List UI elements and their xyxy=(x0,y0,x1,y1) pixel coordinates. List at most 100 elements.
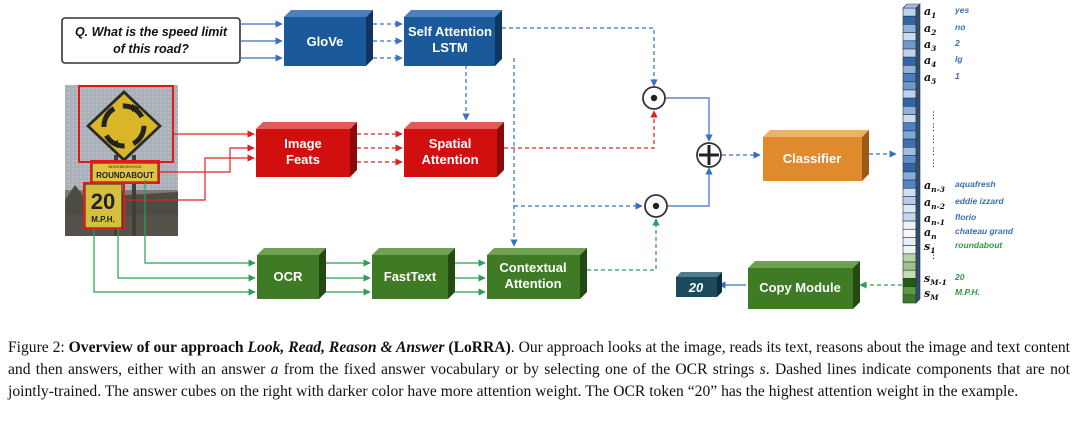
contextual-label-line-2: Attention xyxy=(504,276,561,291)
answer-cube xyxy=(902,40,917,50)
caption-text-1: . Our approach looks at the image, reads… xyxy=(8,339,1070,378)
answer-symbol: a3 xyxy=(924,38,936,53)
spatial-attention-box: Spatial Attention xyxy=(404,122,504,177)
answer-cube xyxy=(902,122,917,132)
classifier-box: Classifier xyxy=(763,130,869,181)
vocab-answer-label: eddie izzard xyxy=(955,196,1004,206)
caption-prefix: Figure 2: xyxy=(8,339,69,356)
question-to-glove-arrows xyxy=(240,20,283,62)
contextual-attention-box: Contextual Attention xyxy=(487,248,587,299)
ocr-token-label: M.P.H. xyxy=(955,287,980,297)
svg-text:⋮: ⋮ xyxy=(929,123,938,133)
classifier-label: Classifier xyxy=(783,151,842,166)
vocab-answer-label: 1 xyxy=(955,71,960,81)
architecture-diagram: Q. What is the speed limit of this road?… xyxy=(61,3,1014,309)
answer-cube xyxy=(902,228,917,238)
answer-column-side xyxy=(915,3,921,304)
answer-cube xyxy=(902,269,917,279)
speed-plate: 20 M.P.H. xyxy=(84,183,123,229)
svg-text:⋮: ⋮ xyxy=(929,111,938,121)
glove-to-lstm-arrows xyxy=(366,20,403,62)
answer-cube xyxy=(902,196,917,205)
vocab-answer-label: chateau grand xyxy=(955,226,1014,236)
image-feats-to-spatial-arrows xyxy=(350,130,403,166)
answer-cube xyxy=(902,220,917,230)
answer-symbol: an-3 xyxy=(924,179,945,194)
glove-label: GloVe xyxy=(307,34,344,49)
answer-cube xyxy=(902,163,917,173)
roundabout-plate: NEIGHBORHOOD ROUNDABOUT xyxy=(91,162,159,183)
spatial-to-dot-arrow xyxy=(497,110,658,149)
photo-to-image-feats-arrows xyxy=(124,130,255,201)
svg-text:⋮: ⋮ xyxy=(929,135,938,145)
fasttext-label: FastText xyxy=(384,269,437,284)
detection-box-speed xyxy=(83,182,125,230)
lstm-output-arrows xyxy=(462,27,658,247)
answer-cube xyxy=(902,245,917,255)
caption-bold-italic: Look, Read, Reason & Answer xyxy=(247,339,445,356)
answer-cube xyxy=(902,32,917,42)
sign-small-text: NEIGHBORHOOD xyxy=(108,164,141,169)
answer-cube xyxy=(902,81,917,91)
question-line-2: of this road? xyxy=(113,42,189,56)
spatial-label-line-1: Spatial xyxy=(429,136,472,151)
answer-cube xyxy=(902,73,917,83)
answer-symbol: an-1 xyxy=(924,212,945,227)
answer-cube xyxy=(902,114,917,124)
answer-symbol: a1 xyxy=(924,5,936,20)
question-box: Q. What is the speed limit of this road? xyxy=(61,17,241,64)
answer-cube xyxy=(902,15,917,25)
answer-cube xyxy=(902,179,917,189)
lstm-label-line-1: Self Attention xyxy=(408,24,492,39)
answer-cube xyxy=(902,278,917,287)
answer-cube xyxy=(902,212,917,222)
image-feats-label-line-2: Feats xyxy=(286,152,320,167)
output-box: 20 xyxy=(676,272,722,297)
vocab-answer-label: no xyxy=(955,22,965,32)
dots-to-plus-arrows xyxy=(665,97,713,207)
glove-box: GloVe xyxy=(284,10,373,66)
answer-column xyxy=(902,3,921,304)
answer-cube xyxy=(902,48,917,58)
caption-bold-a: Overview of our approach xyxy=(68,339,248,356)
answer-cube xyxy=(902,286,917,296)
answer-cube xyxy=(902,97,917,107)
copy-module-box: Copy Module xyxy=(748,261,860,309)
vocab-ellipsis: ⋮ ⋮ ⋮ ⋮ ⋮ ⋮ xyxy=(929,111,938,261)
vocab-answer-label: lg xyxy=(955,54,963,64)
answer-cube xyxy=(902,253,917,263)
answer-cube xyxy=(902,24,917,33)
figure-caption: Figure 2: Overview of our approach Look,… xyxy=(8,337,1070,403)
sign-unit-text: M.P.H. xyxy=(91,215,114,224)
self-attention-lstm-box: Self Attention LSTM xyxy=(404,10,502,66)
copy-module-label: Copy Module xyxy=(759,280,841,295)
svg-text:⋮: ⋮ xyxy=(929,159,938,169)
caption-var-s: s xyxy=(759,361,766,378)
fasttext-box: FastText xyxy=(372,248,455,299)
caption-text-3: . Dashed lines indicate components that … xyxy=(8,361,1070,400)
dot-product-top xyxy=(642,86,666,110)
contextual-label-line-1: Contextual xyxy=(499,260,566,275)
answer-cube xyxy=(902,261,917,271)
answer-symbol: a5 xyxy=(924,71,936,86)
spatial-label-line-2: Attention xyxy=(421,152,478,167)
ocr-token-label: 20 xyxy=(954,272,965,282)
sign-speed-text: 20 xyxy=(91,189,115,214)
answer-cube xyxy=(902,204,917,214)
image-feats-label-line-1: Image xyxy=(284,136,322,151)
vocab-answer-label: aquafresh xyxy=(955,179,996,189)
ocr-to-fasttext-arrows xyxy=(319,259,371,296)
answer-cube xyxy=(902,294,917,304)
answer-cube xyxy=(902,106,917,115)
answer-cube xyxy=(902,89,917,99)
answer-symbol: sM-1 xyxy=(924,272,947,287)
answer-cube xyxy=(902,171,917,181)
answer-cube xyxy=(902,237,917,246)
svg-text:⋮: ⋮ xyxy=(929,251,938,261)
caption-bold-b: (LoRRA) xyxy=(444,339,511,356)
sign-photo: NEIGHBORHOOD ROUNDABOUT 20 M.P.H. xyxy=(65,85,178,236)
roundabout-warning-sign xyxy=(86,90,162,162)
vocab-answer-label: yes xyxy=(954,5,969,15)
answer-symbol: an xyxy=(924,226,937,241)
answer-cube xyxy=(902,65,917,74)
